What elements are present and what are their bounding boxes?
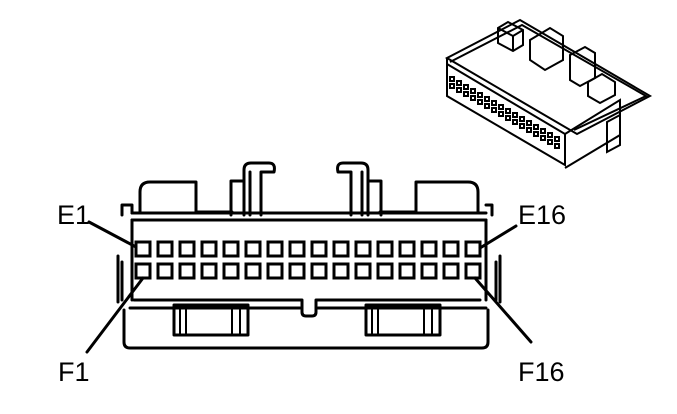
leader-e1 <box>87 220 138 249</box>
label-e1: E1 <box>57 200 90 230</box>
row-e-cavities <box>134 240 482 258</box>
inset-cavities <box>449 76 560 149</box>
connector-isometric-inset <box>444 18 653 169</box>
connector-face: E1 F1 E16 F16 <box>57 161 566 387</box>
leader-f1 <box>85 276 145 354</box>
leader-e16 <box>478 224 518 250</box>
leader-f16 <box>473 276 533 344</box>
label-f1: F1 <box>58 357 90 387</box>
row-f-cavities <box>134 262 482 280</box>
label-f16: F16 <box>518 357 565 387</box>
label-e16: E16 <box>518 200 566 230</box>
